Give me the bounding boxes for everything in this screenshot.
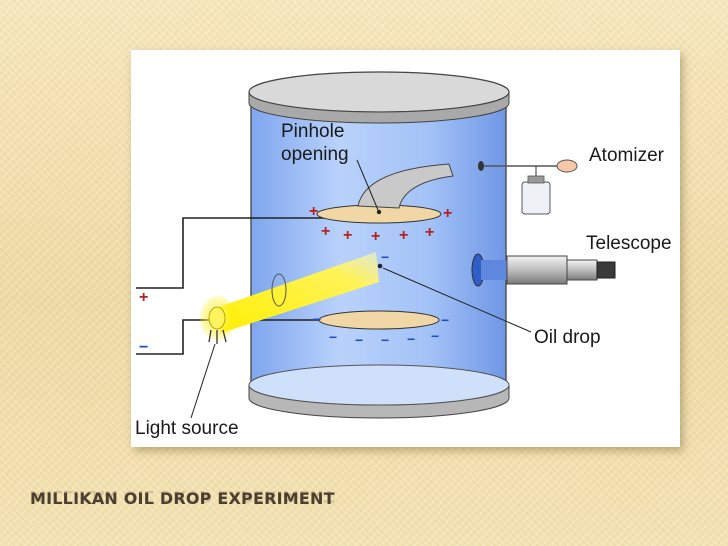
light-source-label: Light source <box>135 418 239 439</box>
charge-minus: − <box>431 328 439 344</box>
charge-plus: + <box>425 224 434 241</box>
atomizer-bottle <box>521 181 551 215</box>
charge-minus: − <box>313 311 321 327</box>
millikan-apparatus-diagram: + + + + + + + + − − − − − − − − − Pinhol… <box>135 71 672 439</box>
atomizer-port <box>478 161 484 171</box>
charge-plus: + <box>343 227 352 244</box>
wire-minus-sign: − <box>139 339 148 356</box>
charge-minus: − <box>329 329 337 345</box>
atomizer-bulb <box>556 159 578 173</box>
drop-minus-sign: − <box>381 249 389 265</box>
pinhole-label-line1: Pinhole <box>281 121 344 142</box>
charge-plus: + <box>399 227 408 244</box>
wire-plus-sign: + <box>139 289 148 306</box>
light-source-bulb <box>208 306 226 330</box>
positive-wire <box>136 217 331 289</box>
charge-minus: − <box>355 332 363 348</box>
oil-drop-label: Oil drop <box>534 327 601 348</box>
charge-plus: + <box>371 228 380 245</box>
lower-plate <box>318 310 440 330</box>
lens <box>271 273 287 307</box>
telescope-tube <box>506 255 568 285</box>
charge-plus: + <box>309 203 318 220</box>
telescope-eyepiece <box>596 261 616 279</box>
charge-minus: − <box>381 332 389 348</box>
atomizer-label: Atomizer <box>589 145 665 166</box>
negative-charges: − − − − − − − − − <box>139 249 449 356</box>
atomizer-funnel <box>357 163 454 209</box>
charge-minus: − <box>407 331 415 347</box>
diagram-panel: + + + + + + + + − − − − − − − − − Pinhol… <box>131 50 680 447</box>
charge-plus: + <box>321 223 330 240</box>
light-beam <box>216 252 379 333</box>
charge-minus: − <box>441 312 449 328</box>
pinhole-leader <box>356 159 379 211</box>
oil-drop <box>377 263 383 269</box>
telescope-label: Telescope <box>586 233 672 254</box>
slide-title: MILLIKAN OIL DROP EXPERIMENT <box>30 489 335 508</box>
pinhole-label-line2: opening <box>281 144 349 165</box>
slide-title-reflection: MILLIKAN OIL DROP EXPERIMENT <box>30 487 335 506</box>
chamber-cylinder <box>251 95 506 385</box>
positive-charges: + + + + + + + + <box>139 203 452 306</box>
pinhole <box>376 209 382 215</box>
oil-drop-leader <box>382 267 532 333</box>
light-source-leader <box>190 343 216 419</box>
charge-plus: + <box>443 205 452 222</box>
